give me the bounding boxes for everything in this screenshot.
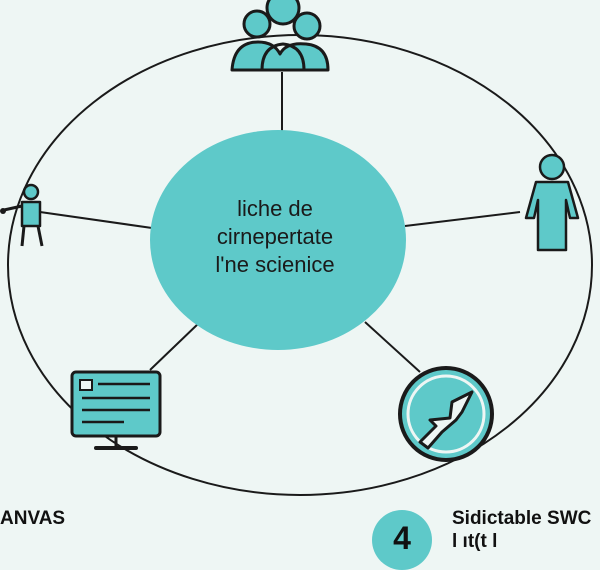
- spoke-bottom-right: [364, 321, 421, 373]
- group-icon: [230, 0, 330, 72]
- center-label: liche de cirnepertate l'ne scienice: [150, 195, 400, 279]
- center-label-line-1: liche de: [237, 196, 313, 221]
- center-circle: [150, 130, 406, 350]
- spoke-right: [404, 211, 521, 227]
- center-label-line-3: l'ne scienice: [215, 252, 335, 277]
- person-icon: [524, 153, 580, 252]
- step-number-badge: 4: [372, 510, 432, 570]
- bottom-right-sublabel: l ıt(t l: [452, 531, 498, 552]
- diagram-canvas: [0, 0, 593, 496]
- person-pointing-icon: [0, 183, 44, 247]
- bottom-right-label: Sidictable SWC: [452, 508, 592, 529]
- arrow-badge-icon: [398, 366, 494, 462]
- center-label-line-2: cirnepertate: [216, 224, 334, 249]
- spoke-bottom-left: [149, 321, 201, 371]
- spoke-left: [39, 211, 153, 229]
- monitor-icon: [70, 370, 162, 450]
- bottom-left-label: ANVAS: [0, 508, 66, 529]
